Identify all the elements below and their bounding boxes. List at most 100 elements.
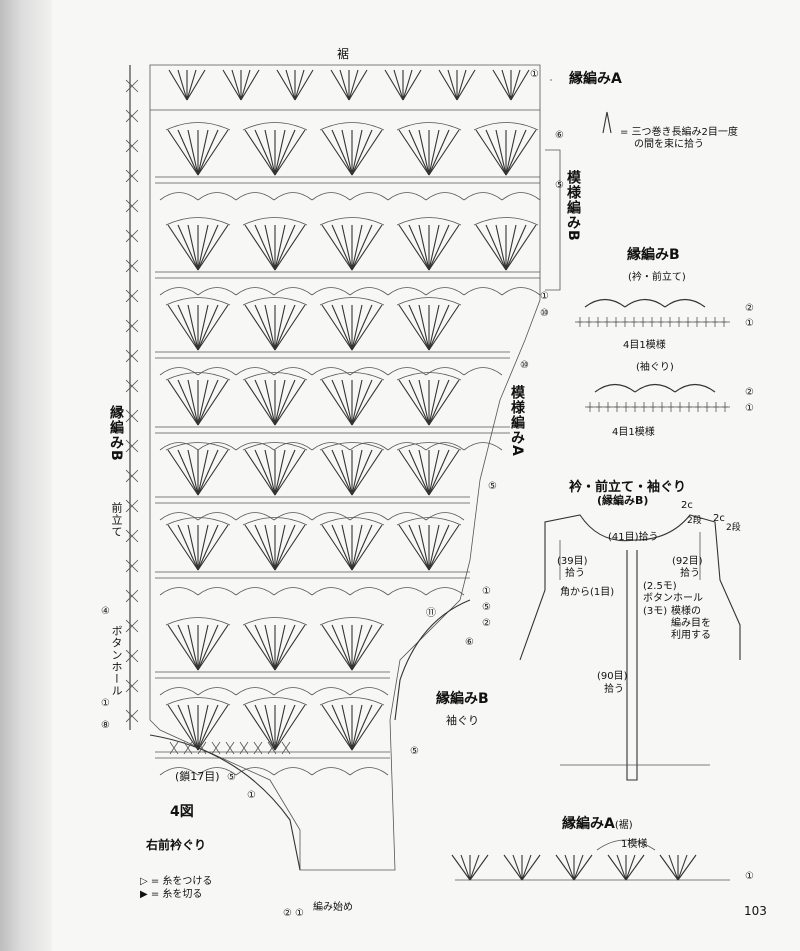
- fan-stitch: [341, 224, 353, 271]
- band-stitch: [125, 709, 139, 723]
- fan-stitch: [167, 524, 199, 571]
- fan-stitch: [254, 129, 276, 176]
- chain-arch: [387, 587, 427, 596]
- hem-stitch: [294, 69, 305, 101]
- fan-stitch: [321, 624, 353, 671]
- row-marker-5c: ⑤: [482, 602, 491, 613]
- fan-stitch: [197, 704, 209, 751]
- fan-stitch: [177, 304, 199, 351]
- fan-stitch: [197, 304, 219, 351]
- hem-stitch: [402, 69, 413, 101]
- edging-b-stitch: [586, 317, 592, 327]
- fan-stitch: [197, 449, 229, 496]
- fan-stitch: [408, 304, 430, 351]
- fan-stitch: [351, 449, 373, 496]
- hem-stitch: [330, 69, 350, 101]
- fan-stitch: [408, 524, 430, 571]
- edging-b-stitch: [659, 402, 665, 412]
- fan-stitch: [485, 129, 507, 176]
- fan-stitch: [351, 304, 373, 351]
- row-marker-10b: ⑩: [520, 360, 529, 371]
- fan-arc: [165, 697, 231, 706]
- fan-stitch: [331, 704, 353, 751]
- hem-stitch: [456, 69, 476, 101]
- chain-arch: [235, 767, 275, 776]
- edging-b-arch: [584, 298, 626, 308]
- edging-a-stitch: [564, 854, 575, 881]
- hem-stitch: [402, 69, 422, 101]
- fan-stitch: [475, 129, 507, 176]
- fan-stitch: [197, 449, 219, 496]
- schematic-body: [519, 514, 741, 661]
- fan-stitch: [475, 224, 507, 271]
- fan-stitch: [197, 704, 229, 751]
- band-stitch: [125, 109, 139, 123]
- fan-arc: [165, 617, 231, 626]
- fan-stitch: [264, 449, 276, 496]
- chain-arch: [311, 687, 351, 696]
- fan-stitch: [177, 129, 199, 176]
- fan-stitch: [274, 524, 286, 571]
- chain-arch: [311, 367, 351, 376]
- fan-arc: [396, 122, 462, 131]
- fan-stitch: [341, 304, 353, 351]
- fan-stitch: [428, 449, 460, 496]
- legend-symbol: [602, 111, 612, 134]
- chain-arch: [425, 287, 465, 296]
- fan-stitch: [254, 624, 276, 671]
- band-stitch: [125, 559, 139, 573]
- fan-stitch: [331, 379, 353, 426]
- fan-stitch: [167, 449, 199, 496]
- fan-stitch: [428, 129, 450, 176]
- fan-arc: [242, 697, 308, 706]
- fan-stitch: [505, 129, 527, 176]
- fan-stitch: [274, 379, 296, 426]
- fan-stitch: [505, 224, 527, 271]
- chain-arch: [235, 687, 275, 696]
- fan-stitch: [341, 379, 353, 426]
- fan-stitch: [264, 304, 276, 351]
- fan-arc: [319, 217, 385, 226]
- legend-triple-treble: = 三つ巻き長編み2目一度: [620, 127, 738, 138]
- cut-legend-text: = 糸を切る: [150, 889, 203, 900]
- fan-stitch: [167, 704, 199, 751]
- chain-arch: [349, 587, 389, 596]
- armhole-edge: [394, 599, 471, 721]
- edging-b-stitch: [694, 317, 700, 327]
- row-marker-5d: ⑤: [410, 746, 419, 757]
- edging-a-repeat: 1模様: [621, 839, 648, 850]
- chain-arch: [273, 367, 313, 376]
- fan-arc: [242, 617, 308, 626]
- fan-arc: [242, 217, 308, 226]
- fan-stitch: [187, 379, 199, 426]
- neck-stitch: [169, 741, 179, 755]
- page-number: 103: [744, 904, 767, 918]
- fan-stitch: [321, 524, 353, 571]
- hem-stitch: [393, 69, 404, 101]
- fan-stitch: [177, 379, 199, 426]
- fan-stitch: [197, 129, 219, 176]
- fan-stitch: [351, 449, 363, 496]
- fan-stitch: [351, 524, 383, 571]
- fan-arc: [242, 297, 308, 306]
- fan-stitch: [254, 304, 276, 351]
- fan-stitch: [428, 224, 460, 271]
- edging-b-arch: [624, 298, 666, 308]
- chain-arch: [159, 287, 199, 296]
- fan-arc: [165, 217, 231, 226]
- fan-stitch: [321, 379, 353, 426]
- fan-stitch: [408, 224, 430, 271]
- fan-stitch: [274, 449, 296, 496]
- schematic-subtitle: (縁編みB): [597, 494, 649, 507]
- fan-stitch: [341, 624, 353, 671]
- edging-a-stitch: [573, 854, 593, 881]
- band-stitch: [125, 409, 139, 423]
- fan-stitch: [418, 129, 430, 176]
- join-legend-text: = 糸をつける: [150, 876, 213, 887]
- fan-arc: [242, 372, 308, 381]
- book-binding: [0, 0, 52, 951]
- edging-a-repeat-arc: [596, 839, 656, 851]
- edging-a-stitch: [512, 854, 523, 881]
- edging-b-stitch: [658, 317, 664, 327]
